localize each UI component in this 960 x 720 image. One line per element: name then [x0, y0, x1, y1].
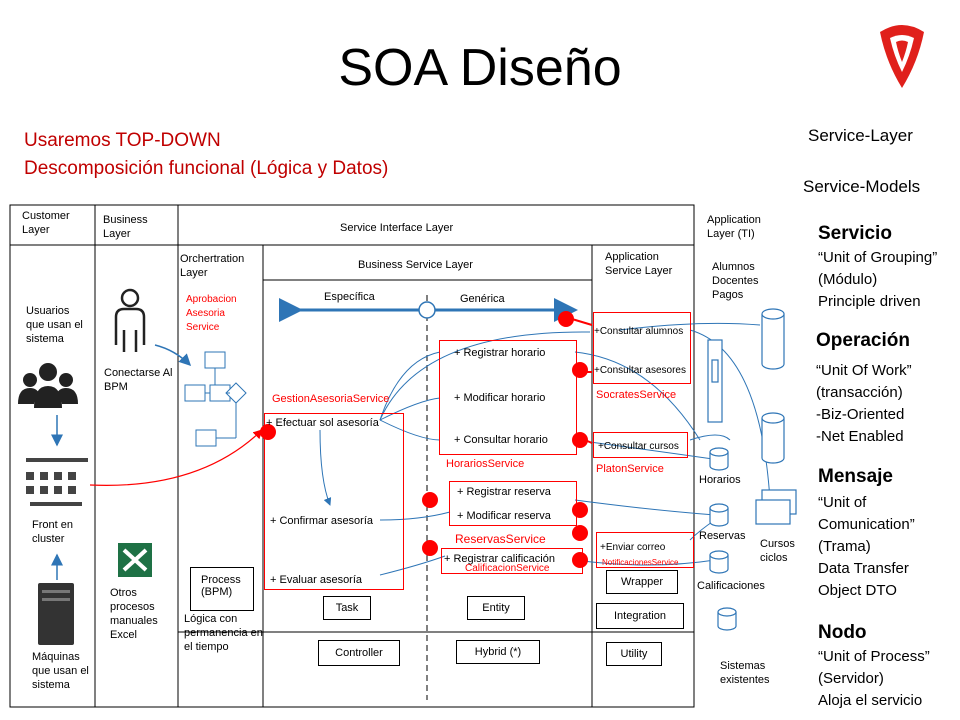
process-bpm-box: Process (BPM) [190, 567, 254, 611]
calificaciones-label: Calificaciones [697, 580, 765, 592]
nodo-title: Nodo [818, 622, 867, 643]
controller-box: Controller [318, 640, 400, 666]
usuarios-label: Usuarios que usan el sistema [26, 305, 83, 345]
especifica-label: Específica [324, 291, 375, 303]
calificacion-service-box [441, 548, 583, 574]
servicio-desc: “Unit of Grouping”(Módulo)Principle driv… [818, 249, 938, 310]
subtitle-line2: Descomposición funcional (Lógica y Datos… [24, 158, 389, 179]
platon-service-label: PlatonService [596, 463, 664, 475]
service-layer-label: Service-Layer [808, 126, 913, 145]
horarios-service-label: HorariosService [446, 458, 525, 470]
confirmar-op: + Confirmar asesoría [270, 515, 374, 527]
service-interface-layer-label: Service Interface Layer [340, 222, 454, 234]
orchestration-layer-label: Orchertration Layer [180, 253, 245, 279]
application-layer-label: Application Layer (TI) [707, 214, 761, 240]
aprobacion-label: Aprobacion Asesoria Service [186, 294, 237, 333]
modificar-horario-op: + Modificar horario [454, 392, 546, 404]
generica-label: Genérica [460, 293, 505, 305]
cursos-label: Cursos ciclos [760, 538, 795, 564]
consultar-alumnos-op: +Consultar alumnos [594, 326, 684, 337]
consultar-horario-op: + Consultar horario [454, 434, 548, 446]
front-label: Front en cluster [32, 519, 73, 545]
platon-service-box [593, 432, 688, 458]
reservas-service-box [449, 481, 577, 526]
business-service-layer-label: Business Service Layer [358, 259, 473, 271]
wrapper-box: Wrapper [606, 570, 678, 594]
task-box: Task [323, 596, 371, 620]
customer-layer-label: Customer Layer [22, 210, 70, 236]
gestion-service-label: GestionAsesoriaService [272, 393, 390, 405]
application-service-layer-label: Application Service Layer [605, 251, 673, 277]
horarios-service-box [439, 340, 577, 455]
business-layer-label: Business Layer [103, 214, 148, 240]
notificaciones-service-box [596, 532, 694, 568]
registrar-reserva-op: + Registrar reserva [457, 486, 551, 498]
nodo-desc: “Unit of Process”(Servidor)Aloja el serv… [818, 648, 930, 709]
logica-label: Lógica con permanencia en el tiempo [184, 613, 263, 653]
horarios-label: Horarios [699, 474, 741, 486]
gestion-service-box [264, 413, 404, 590]
university-logo [880, 25, 924, 88]
sistemas-label: Sistemas existentes [720, 660, 770, 686]
registrar-horario-op: + Registrar horario [454, 347, 546, 359]
consultar-asesores-op: +Consultar asesores [594, 365, 686, 376]
mensaje-title: Mensaje [818, 466, 893, 487]
reservas-label: Reservas [699, 530, 746, 542]
enviar-correo-op: +Enviar correo [600, 542, 666, 553]
modificar-reserva-op: + Modificar reserva [457, 510, 551, 522]
maquinas-label: Máquinas que usan el sistema [32, 651, 89, 691]
reservas-service-label: ReservasService [455, 532, 546, 546]
page-title: SOA Diseño [338, 39, 622, 97]
integration-box: Integration [596, 603, 684, 629]
registrar-calificacion-op: + Registrar calificación [444, 553, 555, 565]
conectarse-label: Conectarse Al BPM [104, 367, 173, 393]
alumnos-label: Alumnos Docentes Pagos [712, 261, 759, 301]
notificaciones-service-label: NotificacionesService [602, 558, 679, 567]
socrates-service-label: SocratesService [596, 389, 677, 401]
evaluar-op: + Evaluar asesoría [270, 574, 363, 586]
operacion-title: Operación [816, 330, 910, 351]
entity-box: Entity [467, 596, 525, 620]
operacion-desc: “Unit Of Work”(transacción)-Biz-Oriented… [816, 362, 912, 445]
subtitle-line1: Usaremos TOP-DOWN [24, 130, 221, 151]
servicio-title: Servicio [818, 223, 892, 244]
otros-label: Otros procesos manuales Excel [110, 587, 158, 641]
service-models-label: Service-Models [803, 177, 921, 196]
efectuar-op: + Efectuar sol asesoría [266, 417, 379, 429]
calificacion-service-label: CalificacionService [465, 563, 550, 574]
utility-box: Utility [606, 642, 662, 666]
hybrid-box: Hybrid (*) [456, 640, 540, 664]
consultar-cursos-op: +Consultar cursos [598, 441, 679, 452]
socrates-service-box [593, 312, 691, 384]
